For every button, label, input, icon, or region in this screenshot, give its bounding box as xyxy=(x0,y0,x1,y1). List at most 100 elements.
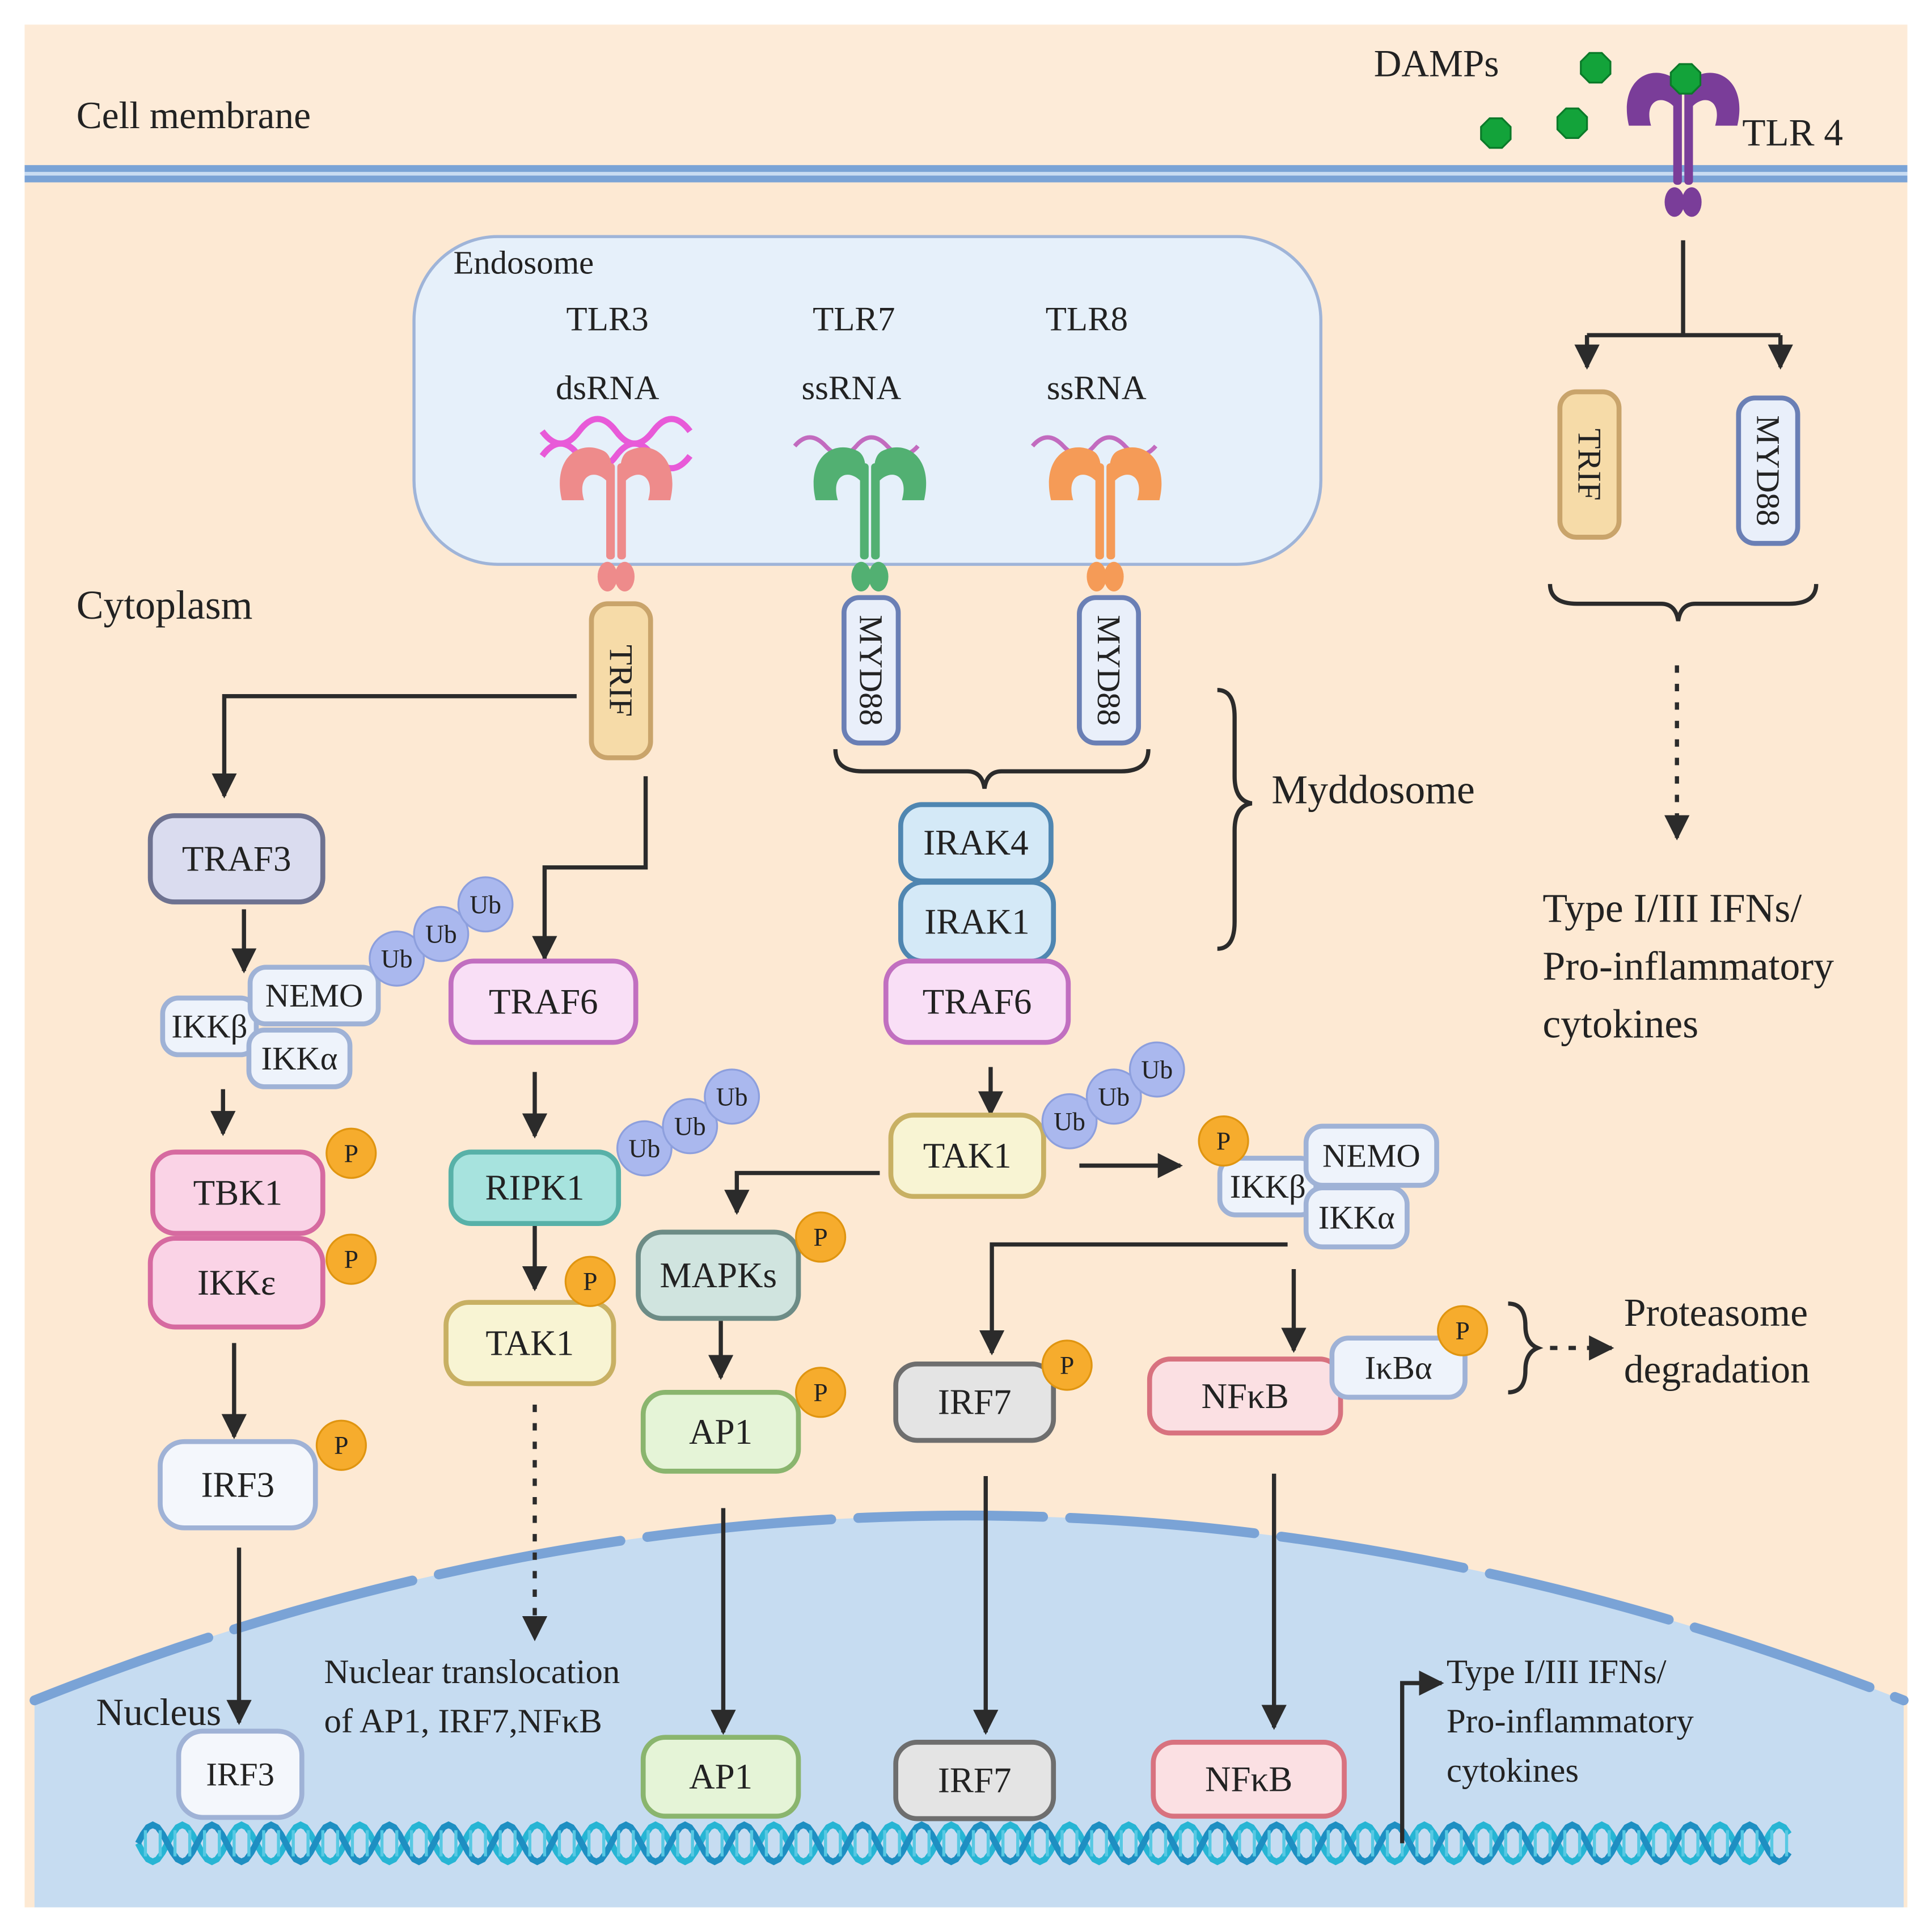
damps-icon xyxy=(1480,52,1702,149)
arrow-ikk-to-irf7 xyxy=(979,1242,1288,1356)
extracellular-space xyxy=(24,24,1908,168)
ubiquitin-badge: Ub xyxy=(369,931,425,987)
outcome-top-line-2: Pro-inflammatory xyxy=(1542,943,1834,988)
ripk1-label: RIPK1 xyxy=(485,1168,584,1208)
ikkb-left-node: IKKβ xyxy=(160,995,259,1058)
ubiquitin-badge-label: Ub xyxy=(674,1111,706,1140)
ikkb-right-label: IKKβ xyxy=(1230,1168,1306,1205)
phospho-badge: P xyxy=(315,1419,367,1471)
tbk1-node: TBK1 xyxy=(150,1149,325,1236)
phospho-badge-label: P xyxy=(1060,1351,1074,1380)
phospho-badge: P xyxy=(1437,1305,1489,1356)
tlr7-label: TLR7 xyxy=(813,300,895,338)
arrow-trif-to-traf6 xyxy=(532,776,648,961)
traf3-label: TRAF3 xyxy=(182,839,291,878)
phospho-badge-label: P xyxy=(813,1378,827,1407)
ubiquitin-badge-label: Ub xyxy=(381,944,413,973)
phospho-badge-label: P xyxy=(583,1267,597,1296)
ikka-left-label: IKKα xyxy=(261,1040,338,1077)
tak1-right-label: TAK1 xyxy=(923,1136,1012,1176)
tlr3-receptor-icon xyxy=(560,447,673,591)
tlr4-label: TLR 4 xyxy=(1742,111,1843,154)
arrow-trif-to-traf3 xyxy=(212,694,577,799)
ikkb-left-label: IKKβ xyxy=(171,1008,247,1045)
ikba-label: IκBα xyxy=(1365,1349,1432,1386)
phospho-badge-label: P xyxy=(813,1223,827,1252)
ubiquitin-badge: Ub xyxy=(1085,1068,1142,1125)
proteasome-degradation-label: Proteasome degradation xyxy=(1624,1291,1818,1392)
outcome-top-line-3: cytokines xyxy=(1542,1001,1698,1047)
connectors xyxy=(210,240,1819,1844)
ssrna-label-tlr8: ssRNA xyxy=(1047,369,1147,407)
myd88-tlr8-label: MYD88 xyxy=(1090,615,1127,726)
outcome-nucleus-line-3: cytokines xyxy=(1447,1752,1579,1790)
mapks-label: MAPKs xyxy=(659,1255,777,1295)
myd88-brace xyxy=(833,749,1151,789)
irf3-cyto-node: IRF3 xyxy=(158,1439,318,1531)
nfkb-cyto-label: NFκB xyxy=(1201,1376,1288,1416)
tlr4-receptor-icon xyxy=(1626,73,1740,217)
phospho-badge: P xyxy=(325,1127,377,1179)
ikke-node: IKKε xyxy=(147,1236,325,1330)
ikke-label: IKKε xyxy=(197,1263,276,1303)
tlr7-receptor-icon xyxy=(813,447,927,591)
ikkb-right-node: IKKβ xyxy=(1217,1156,1318,1217)
phospho-badge-label: P xyxy=(344,1139,358,1168)
endosome-label: Endosome xyxy=(454,244,594,281)
ubiquitin-badge: Ub xyxy=(662,1098,718,1155)
ubiquitin-badge-label: Ub xyxy=(470,890,501,919)
endosome xyxy=(412,235,1322,566)
irf3-cyto-label: IRF3 xyxy=(201,1465,275,1504)
phospho-badge: P xyxy=(1198,1115,1249,1167)
translocation-line-1: Nuclear translocation xyxy=(324,1653,620,1691)
tak1-right-node: TAK1 xyxy=(888,1113,1046,1199)
traf6-right-node: TRAF6 xyxy=(883,958,1071,1045)
ikka-left-node: IKKα xyxy=(246,1028,353,1089)
tlr8-label: TLR8 xyxy=(1046,300,1128,338)
ubiquitin-badge-label: Ub xyxy=(1098,1082,1130,1111)
ubiquitin-badge-label: Ub xyxy=(1141,1055,1173,1084)
phospho-badge-label: P xyxy=(344,1245,358,1274)
myd88-tlr4-node: MYD88 xyxy=(1736,395,1800,546)
phospho-badge: P xyxy=(795,1367,847,1418)
nfkb-cyto-node: NFκB xyxy=(1147,1356,1343,1436)
ap1-cyto-node: AP1 xyxy=(640,1389,801,1474)
myddosome-label: Myddosome xyxy=(1271,767,1474,813)
tbk1-label: TBK1 xyxy=(193,1173,283,1212)
ubiquitin-badge: Ub xyxy=(1128,1041,1185,1098)
ap1-nuc-label: AP1 xyxy=(689,1757,752,1796)
outcome-top-line-1: Type I/III IFNs/ xyxy=(1542,885,1802,931)
outcome-nucleus-line-1: Type I/III IFNs/ xyxy=(1447,1653,1667,1691)
myd88-tlr8-node: MYD88 xyxy=(1077,595,1142,746)
tak1-left-label: TAK1 xyxy=(485,1323,574,1363)
ripk1-node: RIPK1 xyxy=(448,1149,622,1226)
proteasome-line-1: Proteasome xyxy=(1624,1291,1808,1335)
traf6-left-node: TRAF6 xyxy=(448,958,639,1045)
phospho-badge: P xyxy=(1041,1339,1093,1391)
nucleus xyxy=(29,1510,1909,1908)
ubiquitin-badge-label: Ub xyxy=(629,1134,661,1163)
ubiquitin-badge: Ub xyxy=(1041,1093,1098,1149)
traf3-node: TRAF3 xyxy=(147,813,325,904)
damps-label: DAMPs xyxy=(1374,43,1499,85)
outcome-label-top: Type I/III IFNs/ Pro-inflammatory cytoki… xyxy=(1542,885,1844,1046)
ap1-nuc-node: AP1 xyxy=(640,1735,801,1819)
ikka-right-node: IKKα xyxy=(1303,1185,1410,1250)
ssrna-label-tlr7: ssRNA xyxy=(802,369,902,407)
trif-tlr3-node: TRIF xyxy=(589,601,653,760)
myddosome-brace xyxy=(1217,688,1253,951)
ubiquitin-badge: Ub xyxy=(704,1068,760,1125)
cell-membrane-label: Cell membrane xyxy=(77,94,311,137)
arrow-tak1-to-mapks xyxy=(724,1170,880,1215)
arrow-dna-to-outcome xyxy=(1400,1670,1444,1844)
nemo-right-node: NEMO xyxy=(1303,1123,1439,1188)
irak4-label: IRAK4 xyxy=(923,823,1028,863)
traf6-left-label: TRAF6 xyxy=(489,982,598,1022)
ubiquitin-badge-label: Ub xyxy=(716,1082,748,1111)
cytoplasm-label: Cytoplasm xyxy=(77,582,253,628)
trif-tlr4-label: TRIF xyxy=(1571,429,1608,501)
ikba-brace xyxy=(1508,1301,1544,1394)
phospho-badge-label: P xyxy=(334,1431,348,1460)
